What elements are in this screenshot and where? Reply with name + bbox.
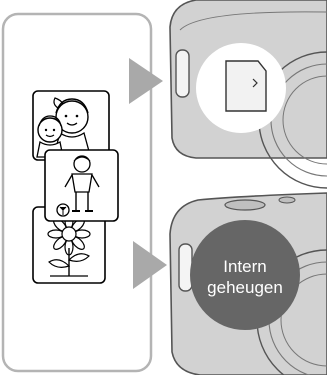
- soccer-boy-photo-icon: [45, 150, 118, 221]
- memory-card-icon: [226, 61, 266, 111]
- internal-memory-label-line1: Intern: [193, 256, 297, 277]
- internal-memory-label: Intern geheugen: [193, 256, 297, 298]
- internal-memory-label-line2: geheugen: [193, 277, 297, 298]
